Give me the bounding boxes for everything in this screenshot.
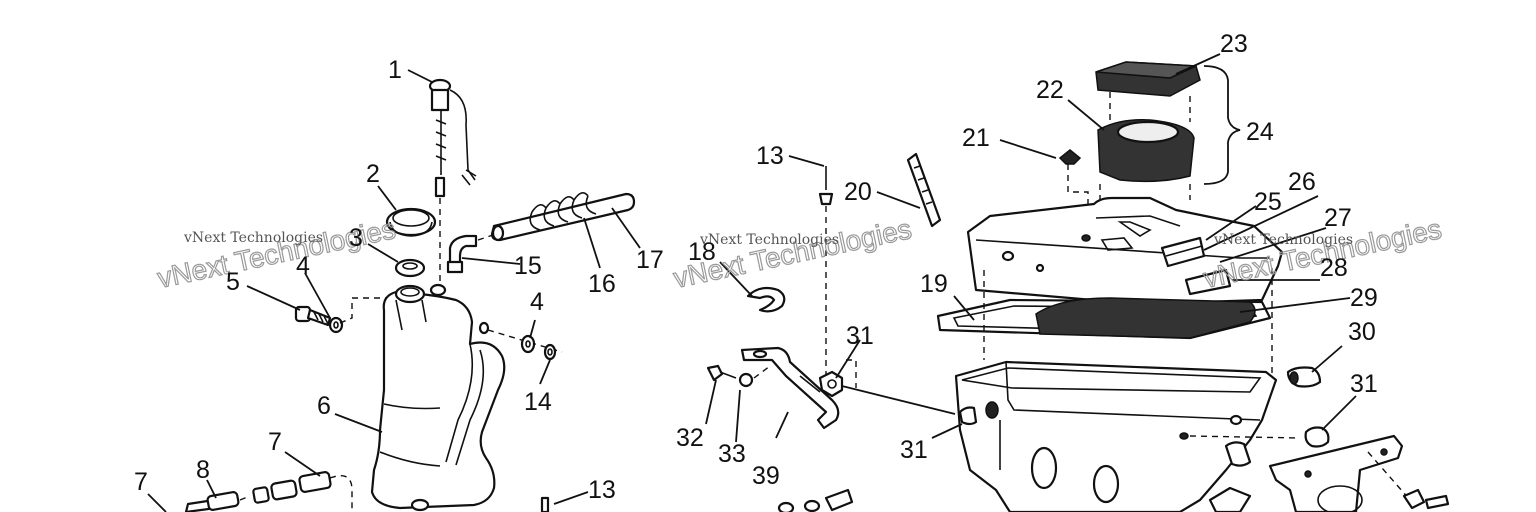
callout-label: 1 [388,56,402,84]
fuel-tank-part [370,283,506,512]
fuel-line-fittings-part [184,471,353,512]
callout-label: 22 [1036,76,1064,104]
callout-label: 23 [1220,30,1248,58]
callout-label: 4 [530,288,544,316]
filter-cover-part [966,196,1284,306]
callout-label: 4 [296,252,310,280]
fuel-tank-assembly [184,78,636,512]
callout-label: 16 [588,270,616,298]
callout-label: 25 [1254,188,1282,216]
callout-label: 17 [636,246,664,274]
callout-label: 2 [366,160,380,188]
callout-label: 33 [718,440,746,468]
mount-bracket-assembly [706,152,956,512]
callout-label: 7 [268,428,282,456]
elbow-fitting-part [446,233,497,274]
callout-label: 8 [196,456,210,484]
watermark-caption: vNext Technologies [183,230,323,246]
callout-label: 15 [514,252,542,280]
callout-label: 39 [752,462,780,490]
fuel-hose-part [490,192,636,242]
callout-label: 24 [1246,118,1274,146]
callout-label: 6 [317,392,331,420]
watermark-caption: vNext Technologies [1213,232,1353,248]
callout-label: 31 [900,436,928,464]
callout-label: 7 [134,468,148,496]
callout-label: 3 [349,224,363,252]
callout-labels: 1 2 3 4 5 4 14 6 7 7 8 15 16 17 13 13 20… [134,30,1378,504]
callout-label: 13 [756,142,784,170]
callout-label: 19 [920,270,948,298]
callout-label: 26 [1288,168,1316,196]
callout-label: 18 [688,238,716,266]
washer-parts [487,329,563,361]
callout-label: 13 [588,476,616,504]
gasket-part [394,258,426,278]
fuel-cap-part [385,207,437,237]
callout-label: 32 [676,424,704,452]
callout-label: 29 [1350,284,1378,312]
air-filter-assembly [936,61,1450,512]
bolt-part-13 [540,496,550,512]
callout-label: 31 [1350,370,1378,398]
bolt-washer-part [294,297,390,334]
callout-label: 20 [844,178,872,206]
callout-label: 21 [962,124,990,152]
callout-label: 27 [1324,204,1352,232]
callout-label: 30 [1348,318,1376,346]
leader-lines [147,53,1357,512]
callout-label: 31 [846,322,874,350]
callout-label: 14 [524,388,552,416]
callout-label: 28 [1320,254,1348,282]
callout-label: 5 [226,268,240,296]
fuel-sender-part [428,78,477,285]
watermark-caption: vNext Technologies [699,232,839,248]
